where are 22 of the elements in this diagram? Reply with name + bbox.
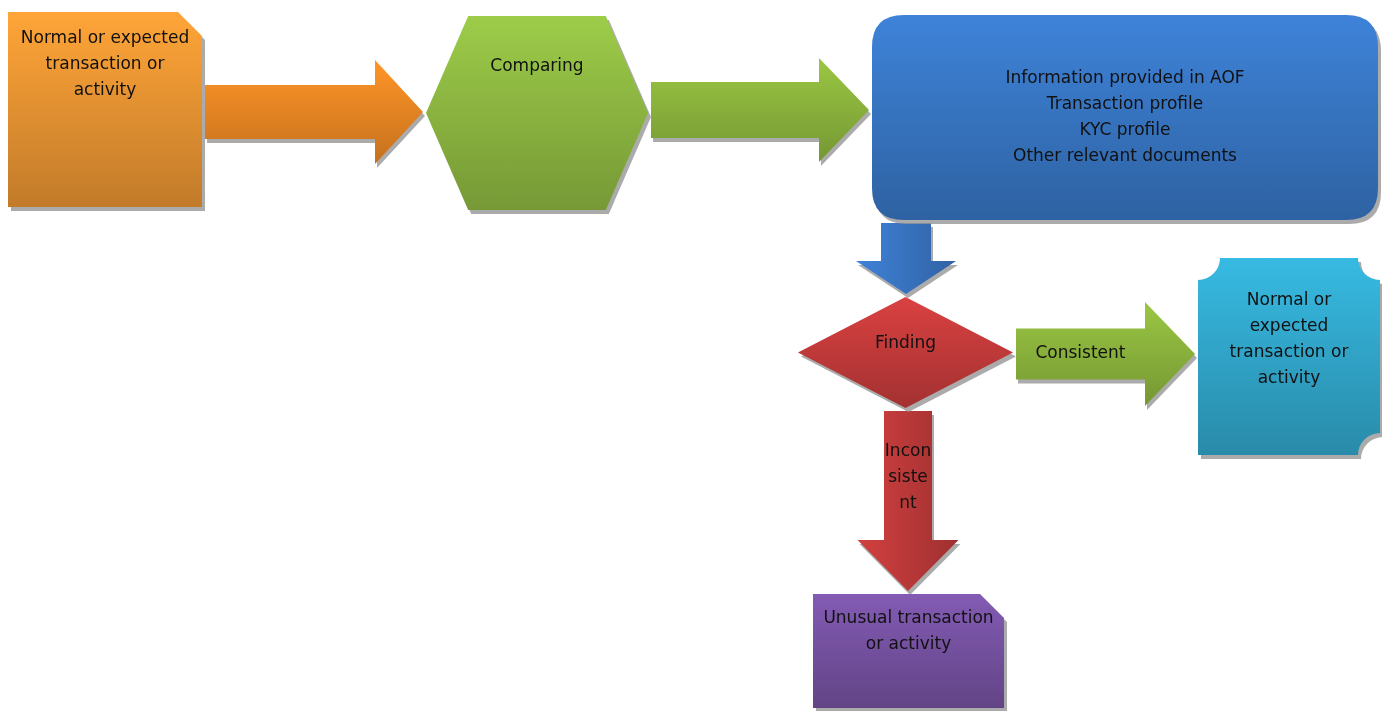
node-label: Transaction profile [1046,92,1204,115]
edge-label: Inconsistent [884,439,932,514]
node-label: Normal or expected transaction or activity [20,26,190,101]
snipped-box [813,594,1004,708]
plaque-box [1198,258,1380,455]
node-label: Normal or expected transaction or activity [1228,288,1350,389]
snipped-box [8,12,202,207]
node-label: Finding [874,331,937,354]
decision-diamond [798,297,1013,408]
node-label: Information provided in AOF [1005,66,1245,89]
node-label: Comparing [490,54,584,77]
node-label: KYC profile [1079,118,1171,141]
block-arrow [1016,302,1195,406]
block-arrow [651,58,869,162]
node-label: Other relevant documents [1013,144,1237,167]
edge-label: Consistent [1034,341,1127,364]
block-arrow [857,411,959,591]
block-arrow [856,223,956,294]
rounded-box [872,15,1378,220]
node-label: Unusual transaction or activity [822,606,995,655]
hexagon-shape [426,16,648,210]
block-arrow [205,60,423,164]
